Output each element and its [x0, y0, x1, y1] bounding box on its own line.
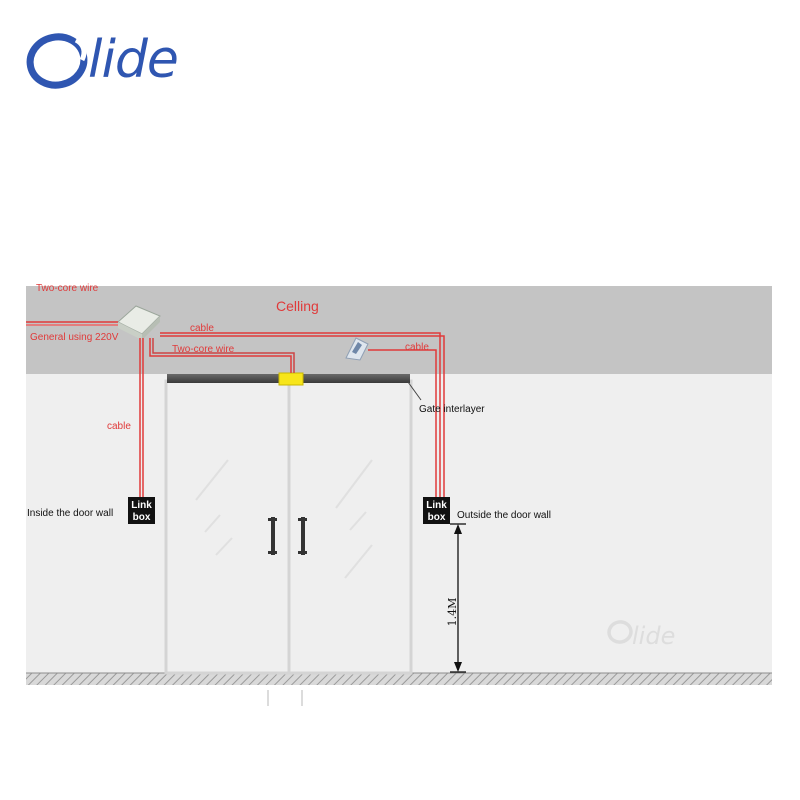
general-power-label: General using 220V — [30, 332, 119, 343]
cable-right-label: cable — [405, 342, 429, 353]
wire-to-operator — [149, 338, 292, 373]
watermark-text: lide — [632, 622, 675, 650]
door-handle-left — [271, 517, 275, 555]
link-box-outside: Link box — [423, 497, 450, 524]
two-core-wire-mid-label: Two-core wire — [172, 344, 235, 355]
logo-wordmark: lide — [88, 30, 179, 90]
link-box-outside-line2: box — [428, 512, 446, 523]
motion-sensor-icon — [345, 337, 369, 361]
height-dimension — [450, 523, 466, 673]
olide-logo: lide — [24, 28, 224, 98]
watermark-logo: lide — [607, 620, 675, 650]
control-box — [117, 305, 161, 340]
gate-interlayer-label: Gate interlayer — [419, 404, 485, 415]
outside-wall-label: Outside the door wall — [457, 510, 551, 521]
inside-wall-label: Inside the door wall — [27, 508, 113, 519]
cable-top — [160, 332, 441, 497]
ceiling-label: Celling — [276, 298, 319, 314]
cable-sensor — [368, 349, 437, 497]
link-box-outside-line1: Link — [426, 500, 447, 511]
link-box-inside-line2: box — [133, 512, 151, 523]
height-label: 1.4M — [446, 598, 459, 627]
floor — [26, 673, 772, 685]
door-handle-right — [301, 517, 305, 555]
link-box-inside: Link box — [128, 497, 155, 524]
cable-top-label: cable — [190, 323, 214, 334]
logo-o-mark-icon — [26, 33, 88, 89]
wiring — [26, 321, 445, 497]
cable-left-label: cable — [107, 421, 131, 432]
two-core-wire-left-label: Two-core wire — [36, 283, 99, 294]
operator-control-unit — [278, 372, 304, 386]
link-box-inside-line1: Link — [131, 500, 152, 511]
